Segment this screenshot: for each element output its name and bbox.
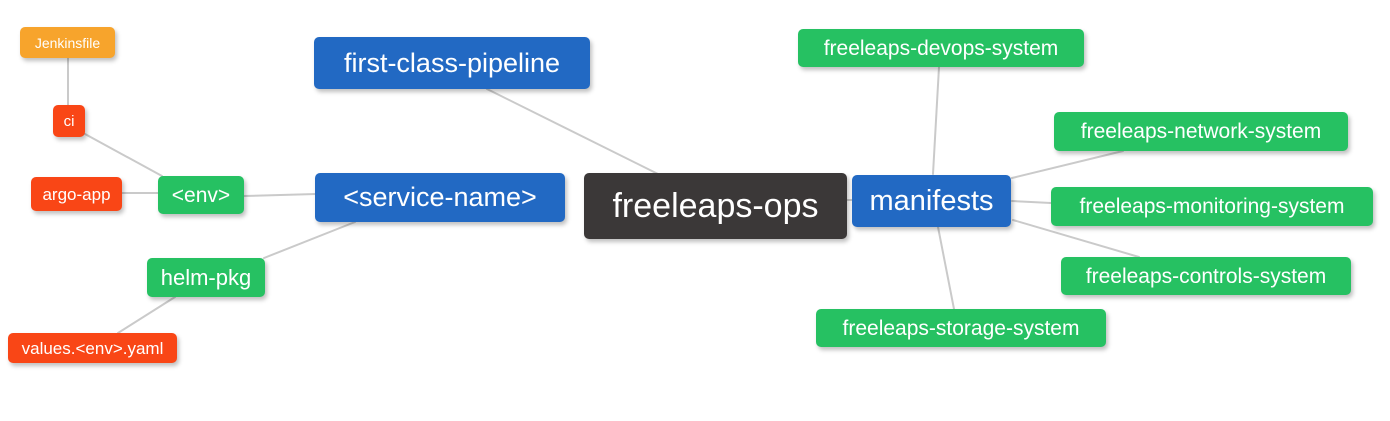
edge-pipeline-freeleaps-ops: [486, 88, 659, 175]
edge-helm-pkg-values-env-yaml: [117, 296, 176, 334]
node-values-env-yaml[interactable]: values.<env>.yaml: [8, 333, 177, 363]
node-manifests[interactable]: manifests: [852, 175, 1011, 227]
edge-manifests-storage-system: [937, 226, 955, 310]
node-first-class-pipeline[interactable]: first-class-pipeline: [314, 37, 590, 89]
node-ci[interactable]: ci: [53, 105, 85, 137]
node-freeleaps-storage-system[interactable]: freeleaps-storage-system: [816, 309, 1106, 347]
node-freeleaps-monitoring-system[interactable]: freeleaps-monitoring-system: [1051, 187, 1373, 226]
node-freeleaps-controls-system[interactable]: freeleaps-controls-system: [1061, 257, 1351, 295]
node-helm-pkg[interactable]: helm-pkg: [147, 258, 265, 297]
edge-service-name-helm-pkg: [263, 221, 356, 259]
edge-manifests-network-system: [1011, 150, 1124, 179]
node-service-name[interactable]: <service-name>: [315, 173, 565, 222]
edge-manifests-devops-system: [932, 66, 940, 175]
edge-manifests-monitoring-system: [1011, 200, 1052, 204]
node-argo-app[interactable]: argo-app: [31, 177, 122, 211]
node-freeleaps-ops[interactable]: freeleaps-ops: [584, 173, 847, 239]
node-jenkinsfile[interactable]: Jenkinsfile: [20, 27, 115, 58]
node-env[interactable]: <env>: [158, 176, 244, 214]
node-freeleaps-network-system[interactable]: freeleaps-network-system: [1054, 112, 1348, 151]
edge-manifests-controls-system: [1012, 219, 1140, 258]
node-freeleaps-devops-system[interactable]: freeleaps-devops-system: [798, 29, 1084, 67]
edge-env-service-name: [243, 193, 317, 197]
edge-ci-env: [84, 133, 163, 177]
